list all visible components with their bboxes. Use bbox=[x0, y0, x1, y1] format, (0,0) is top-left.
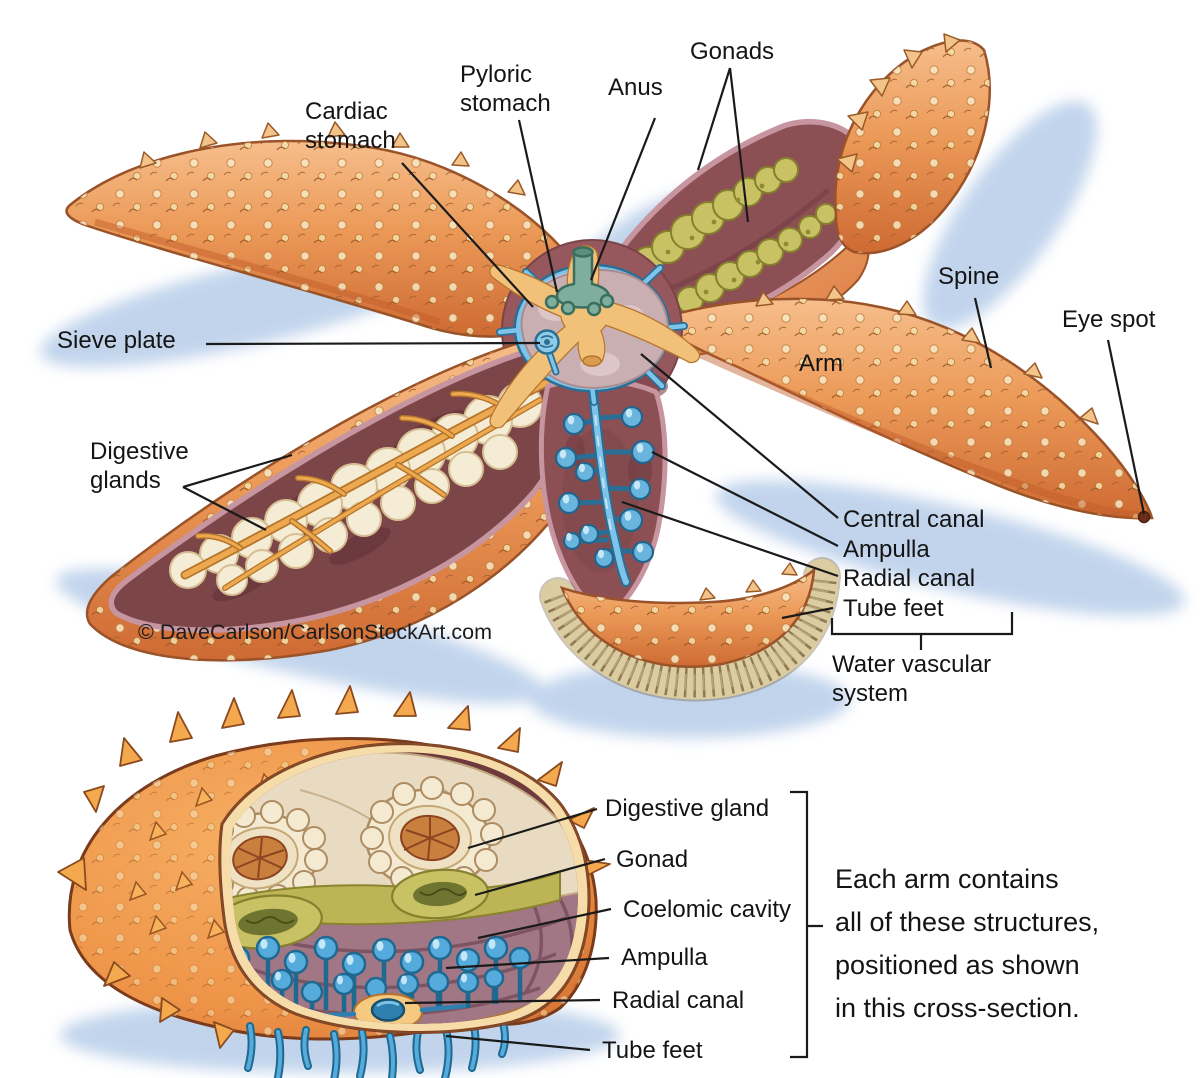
bracket-water-vascular bbox=[830, 612, 1014, 650]
sieve-plate-organ bbox=[534, 329, 560, 376]
label-cs-radial-canal: Radial canal bbox=[612, 987, 745, 1014]
leader-cs-ampulla bbox=[445, 956, 610, 970]
leader-cs-digestive-gland bbox=[467, 807, 598, 850]
label-cs-gonad: Gonad bbox=[616, 846, 689, 873]
label-pyloric-stomach: Pyloric stomach bbox=[460, 61, 551, 117]
tube-feet-organ bbox=[244, 1016, 509, 1078]
label-eye-spot: Eye spot bbox=[1062, 306, 1156, 333]
cross-section-spikes bbox=[57, 685, 611, 1049]
leader-cardiac-stomach bbox=[401, 162, 534, 308]
label-spine: Spine bbox=[938, 263, 1000, 290]
arm-right bbox=[660, 285, 1154, 524]
cross-section-note: Each arm contains all of these structure… bbox=[835, 864, 1100, 1023]
ampullae-organ bbox=[554, 405, 656, 569]
leader-tube-feet bbox=[781, 606, 834, 620]
leader-digestive-glands bbox=[182, 453, 293, 531]
label-cs-tube-feet: Tube feet bbox=[602, 1037, 703, 1064]
label-anus: Anus bbox=[608, 74, 663, 101]
label-radial-canal: Radial canal bbox=[843, 565, 976, 592]
leader-eye-spot bbox=[1106, 339, 1146, 515]
label-cs-ampulla: Ampulla bbox=[621, 944, 708, 971]
leader-cs-radial-canal bbox=[404, 998, 601, 1005]
leader-anus bbox=[589, 117, 657, 281]
leader-lines bbox=[182, 67, 1146, 1059]
anus-organ bbox=[544, 246, 615, 317]
arm-d-spikes bbox=[755, 285, 1099, 425]
label-cs-digestive-gland: Digestive gland bbox=[605, 795, 770, 822]
cross-section-cavity bbox=[230, 752, 578, 1024]
leader-cs-coelomic-cavity bbox=[477, 907, 612, 940]
label-digestive-glands: Digestive glands bbox=[90, 438, 189, 494]
pyloric-stomach-organ bbox=[489, 245, 701, 429]
label-cardiac-stomach: Cardiac stomach bbox=[305, 98, 396, 154]
leader-central-canal bbox=[640, 353, 839, 519]
arm-bottom bbox=[538, 377, 841, 702]
disk-organs bbox=[489, 245, 701, 429]
label-sieve-plate: Sieve plate bbox=[57, 327, 176, 354]
label-gonads: Gonads bbox=[690, 38, 775, 65]
credit-line: © DaveCarlson/CarlsonStockArt.com bbox=[138, 620, 492, 644]
arm-upper-left bbox=[65, 121, 588, 338]
label-arm: Arm bbox=[799, 350, 843, 377]
leader-pyloric-stomach bbox=[517, 119, 559, 293]
arm-tip-flipped bbox=[539, 557, 841, 702]
leader-sieve-plate bbox=[205, 341, 541, 346]
leader-radial-canal bbox=[621, 500, 839, 578]
leader-gonads bbox=[696, 67, 750, 223]
leader-ampulla bbox=[651, 451, 839, 547]
arm-a-spikes bbox=[139, 121, 526, 196]
leader-cs-gonad bbox=[474, 857, 606, 897]
leader-cs-tube-feet bbox=[445, 1034, 591, 1052]
label-ampulla: Ampulla bbox=[843, 536, 930, 563]
label-cs-coelomic-cavity: Coelomic cavity bbox=[623, 896, 792, 923]
label-water-vascular-system: Water vascular system bbox=[832, 651, 992, 707]
label-tube-feet: Tube feet bbox=[843, 595, 944, 622]
arm-cross-section bbox=[57, 685, 611, 1078]
label-central-canal: Central canal bbox=[843, 506, 985, 533]
arm-e-spikes bbox=[836, 33, 961, 173]
bracket-cross-section bbox=[790, 790, 823, 1059]
gonad-organ bbox=[230, 868, 561, 950]
leader-spine bbox=[973, 297, 993, 369]
